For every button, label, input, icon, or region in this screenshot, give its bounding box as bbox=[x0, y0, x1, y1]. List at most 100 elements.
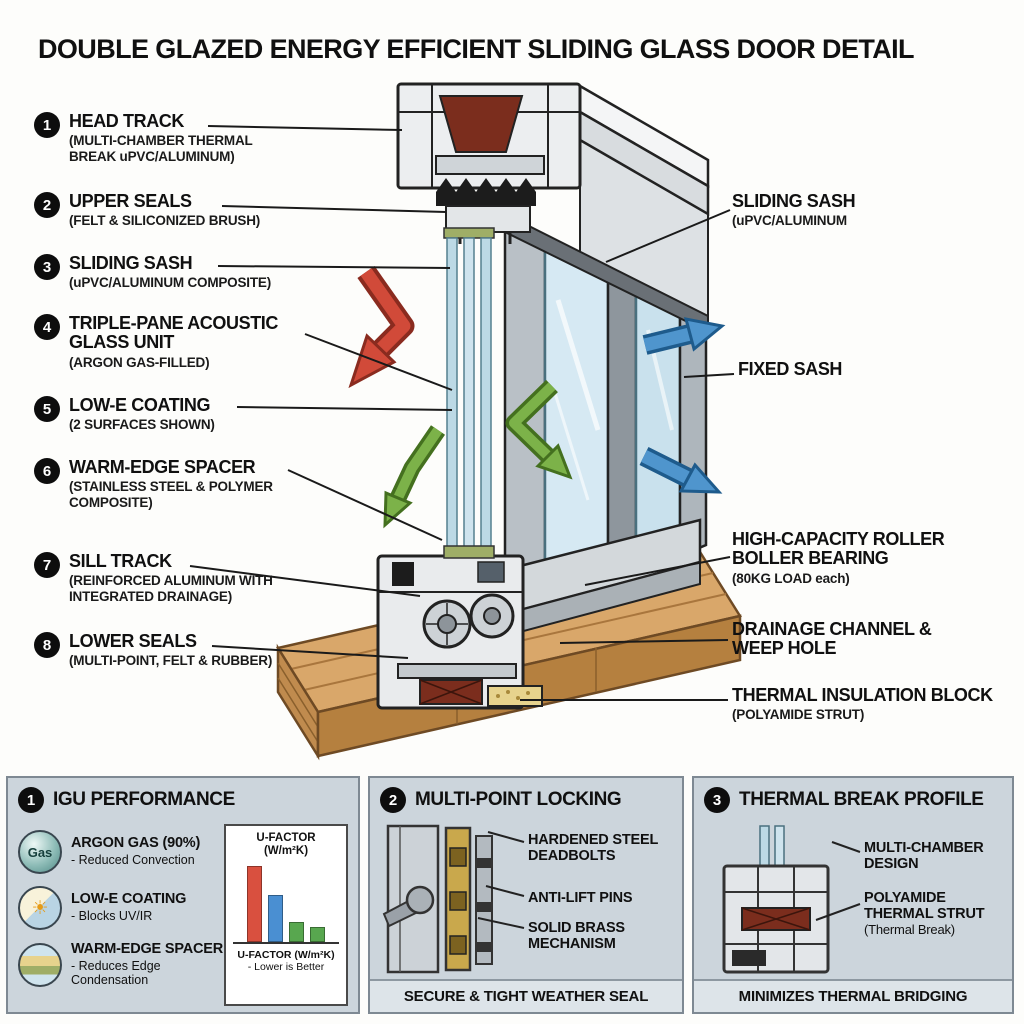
callout-low-e-coating: 5 LOW-E COATING (2 SURFACES SHOWN) bbox=[34, 395, 309, 433]
callout-title: WARM-EDGE SPACER bbox=[69, 457, 256, 477]
igu-item-argon: Gas ARGON GAS (90%) - Reduced Convection bbox=[18, 830, 236, 874]
insulation-foam bbox=[487, 685, 543, 707]
callout-title: HIGH-CAPACITY ROLLER BOLLER BEARING bbox=[732, 529, 945, 569]
thermal-profile-illustration bbox=[722, 825, 830, 974]
callout-title: SILL TRACK bbox=[69, 551, 172, 571]
callout-title: HEAD TRACK bbox=[69, 111, 184, 131]
callout-number-badge: 2 bbox=[34, 192, 60, 218]
callout-desc: (REINFORCED ALUMINUM WITH INTEGRATED DRA… bbox=[69, 573, 273, 605]
u-factor-bar bbox=[310, 927, 325, 942]
callout-roller-bearing: HIGH-CAPACITY ROLLER BOLLER BEARING (80K… bbox=[732, 529, 997, 587]
callout-triple-pane: 4 TRIPLE-PANE ACOUSTIC GLASS UNIT (ARGON… bbox=[34, 313, 309, 371]
brass-lock-strip-icon bbox=[444, 826, 472, 972]
feature-panels: 1 IGU PERFORMANCE Gas ARGON GAS (90%) - … bbox=[0, 772, 1024, 1020]
callout-number-badge: 5 bbox=[34, 396, 60, 422]
callout-thermal-insulation: THERMAL INSULATION BLOCK (POLYAMIDE STRU… bbox=[732, 685, 1014, 723]
u-factor-bar bbox=[289, 921, 304, 942]
igu-item-title: WARM-EDGE SPACER bbox=[71, 941, 224, 957]
triple-glass-unit bbox=[443, 227, 495, 559]
panel-leader-lines bbox=[477, 831, 525, 929]
callout-desc: (FELT & SILICONIZED BRUSH) bbox=[69, 213, 261, 229]
panel-number-badge: 2 bbox=[380, 787, 406, 813]
callout-number-badge: 3 bbox=[34, 254, 60, 280]
callout-title: THERMAL INSULATION BLOCK bbox=[732, 685, 993, 705]
u-factor-bar bbox=[268, 895, 283, 942]
airflow-arrow-blue-2 bbox=[639, 447, 723, 494]
warm-edge-spacer bbox=[443, 545, 495, 559]
door-handle-icon bbox=[382, 885, 435, 928]
panel-footer-note: SECURE & TIGHT WEATHER SEAL bbox=[370, 979, 682, 1012]
panel-title: IGU PERFORMANCE bbox=[53, 789, 235, 810]
airflow-arrow-blue-1 bbox=[642, 317, 726, 355]
callout-number-badge: 4 bbox=[34, 314, 60, 340]
argon-gas-sphere-icon: Gas bbox=[18, 830, 62, 874]
callout-title: FIXED SASH bbox=[738, 359, 843, 379]
locking-item-anti-lift: ANTI-LIFT PINS bbox=[528, 890, 633, 906]
callout-number-badge: 1 bbox=[34, 112, 60, 138]
callout-desc: (MULTI-CHAMBER THERMAL BREAK uPVC/ALUMIN… bbox=[69, 133, 253, 165]
callout-desc: (uPVC/ALUMINUM bbox=[732, 213, 847, 229]
panel-title: THERMAL BREAK PROFILE bbox=[739, 789, 984, 810]
callout-desc: (2 SURFACES SHOWN) bbox=[69, 417, 215, 433]
callout-title: TRIPLE-PANE ACOUSTIC GLASS UNIT bbox=[69, 313, 279, 353]
locking-item-deadbolts: HARDENED STEEL DEADBOLTS bbox=[528, 832, 658, 865]
igu-item-spacer: WARM-EDGE SPACER - Reduces Edge Condensa… bbox=[18, 941, 236, 988]
u-factor-bar bbox=[247, 865, 262, 942]
callout-fixed-sash: FIXED SASH bbox=[738, 359, 1003, 381]
igu-item-title: ARGON GAS (90%) bbox=[71, 835, 201, 852]
callout-head-track: 1 HEAD TRACK (MULTI-CHAMBER THERMAL BREA… bbox=[34, 111, 284, 165]
fixed-sash-3d bbox=[606, 265, 708, 588]
igu-item-desc: - Reduces Edge Condensation bbox=[71, 958, 161, 988]
callout-number-badge: 6 bbox=[34, 458, 60, 484]
panel-number-badge: 1 bbox=[18, 787, 44, 813]
callout-number-badge: 8 bbox=[34, 632, 60, 658]
panel-thermal-break-profile: 3 THERMAL BREAK PROFILE bbox=[692, 776, 1014, 1014]
callout-desc: (MULTI-POINT, FELT & RUBBER) bbox=[69, 653, 273, 669]
thermal-item-desc: (Thermal Break) bbox=[864, 922, 955, 938]
callout-drainage-channel: DRAINAGE CHANNEL & WEEP HOLE bbox=[732, 619, 932, 661]
keeper-plate-icon bbox=[475, 835, 493, 965]
igu-item-desc: - Reduced Convection bbox=[71, 853, 195, 868]
upper-brush-seals bbox=[436, 178, 536, 206]
callout-lower-seals: 8 LOWER SEALS (MULTI-POINT, FELT & RUBBE… bbox=[34, 631, 319, 669]
panel-leader-lines bbox=[815, 841, 861, 921]
igu-item-title: LOW-E COATING bbox=[71, 891, 187, 908]
callout-number-badge: 7 bbox=[34, 552, 60, 578]
panel-igu-performance: 1 IGU PERFORMANCE Gas ARGON GAS (90%) - … bbox=[6, 776, 360, 1014]
low-e-sun-icon: ☀ bbox=[18, 886, 62, 930]
polyamide-strut-icon bbox=[741, 907, 811, 931]
callout-desc: (80KG LOAD each) bbox=[732, 570, 850, 586]
thermal-item-title: POLYAMIDE THERMAL STRUT bbox=[864, 890, 985, 923]
callout-title: UPPER SEALS bbox=[69, 191, 192, 211]
callout-sliding-sash-right: SLIDING SASH (uPVC/ALUMINUM bbox=[732, 191, 997, 229]
door-cross-section-illustration bbox=[189, 82, 742, 761]
callout-title: DRAINAGE CHANNEL & WEEP HOLE bbox=[732, 619, 932, 659]
roller-bearing-icon bbox=[422, 593, 515, 649]
reflected-heat-arrow-green-2 bbox=[383, 425, 446, 529]
gas-icon-label: Gas bbox=[27, 844, 53, 860]
u-factor-chart: U-FACTOR (W/m²K) U-FACTOR (W/m²K) - Lowe… bbox=[224, 824, 348, 1006]
thermal-insulation-block bbox=[419, 679, 483, 705]
reflected-heat-arrow-green-1 bbox=[505, 379, 573, 480]
sill-track-profile bbox=[376, 554, 543, 710]
chart-caption-bold: U-FACTOR (W/m²K) bbox=[237, 948, 335, 961]
callout-upper-seals: 2 UPPER SEALS (FELT & SILICONIZED BRUSH) bbox=[34, 191, 309, 229]
igu-item-lowe: ☀ LOW-E COATING - Blocks UV/IR bbox=[18, 886, 236, 930]
thermal-item-multichamber: MULTI-CHAMBER DESIGN bbox=[864, 840, 984, 873]
warm-edge-layers-icon bbox=[18, 942, 62, 987]
callout-sliding-sash: 3 SLIDING SASH (uPVC/ALUMINUM COMPOSITE) bbox=[34, 253, 319, 291]
callout-desc: (uPVC/ALUMINUM COMPOSITE) bbox=[69, 275, 271, 291]
u-factor-bars bbox=[233, 862, 339, 944]
callout-title: SLIDING SASH bbox=[69, 253, 193, 273]
panel-multi-point-locking: 2 MULTI-POINT LOCKING bbox=[368, 776, 684, 1014]
chart-title-line2: (W/m²K) bbox=[263, 844, 309, 857]
panel-title: MULTI-POINT LOCKING bbox=[415, 789, 622, 810]
callout-title: LOW-E COATING bbox=[69, 395, 211, 415]
callout-desc: (POLYAMIDE STRUT) bbox=[732, 707, 865, 723]
chart-caption: - Lower is Better bbox=[247, 960, 325, 973]
head-track-profile bbox=[396, 82, 582, 244]
callout-desc: (ARGON GAS-FILLED) bbox=[69, 354, 210, 370]
leader-lines bbox=[189, 125, 735, 701]
callout-title: SLIDING SASH bbox=[732, 191, 856, 211]
